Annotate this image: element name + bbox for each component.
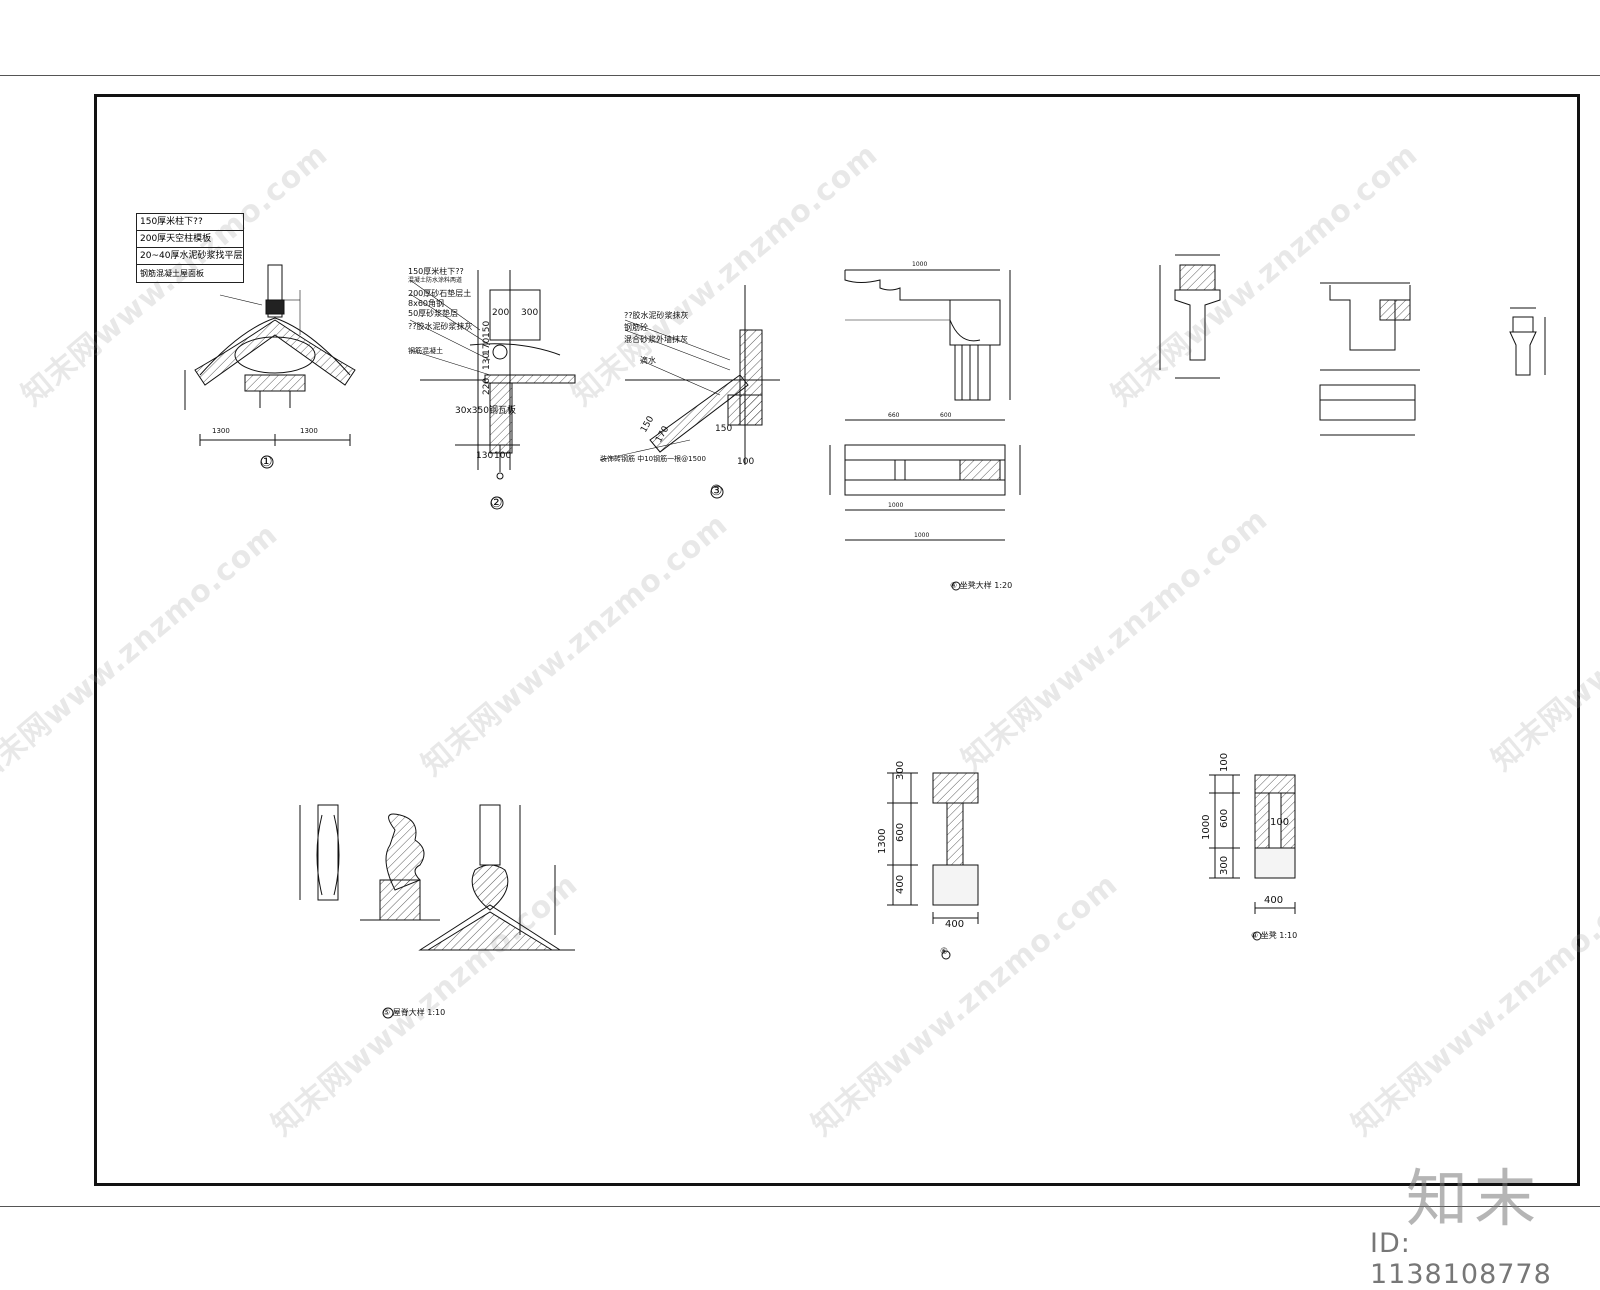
dimension-label: 660 [888,412,900,419]
annotation: 150厚米柱下?? [408,267,464,276]
dimension-label: 100 [494,451,512,461]
detail-3-slope-section [599,285,780,499]
detail-7-seat [1209,774,1296,941]
detail-2-eave-section [409,270,576,510]
dimension-label: 100 [737,457,755,467]
dimension-label: 130 [482,352,492,370]
brand-logo: 知末 [1406,1162,1543,1235]
dimension-label: 1000 [888,502,904,509]
detail-small-bracket [1319,282,1420,436]
dimension-label: 600 [940,412,952,419]
annotation: 30x350钢瓦板 [455,406,516,416]
dimension-label: 150 [715,424,733,434]
dimension-label: 150 [482,320,492,338]
legend-row: 200厚天空柱模板 [137,231,243,248]
annotation: 200厚砂石垫层土 [408,289,472,298]
detail-1-marker: ① [260,454,273,470]
dimension-label: 100 [1219,752,1230,772]
dimension-label: 400 [1264,895,1284,906]
detail-1-roof-section [184,264,356,469]
annotation: ??胶水泥砂浆抹灰 [408,322,473,331]
dimension-label: 600 [895,822,906,842]
annotation: 8x60角钢 [408,299,445,308]
dimension-label: 600 [1219,808,1230,828]
dimension-label: 220 [482,377,492,395]
detail-4-bench [829,269,1021,591]
detail-3-marker: ③ [710,483,723,499]
dimension-label: 300 [895,760,906,780]
dimension-label: 1000 [912,261,928,268]
annotation: 钢筋砼 [624,323,648,332]
dimension-label: 170 [482,337,492,355]
detail-6-column [887,772,979,960]
dimension-label: 1000 [1201,814,1212,840]
annotation: 钢筋混凝土 [408,347,443,355]
annotation: 装饰砖钢筋 中10钢筋一根@1500 [600,455,706,463]
legend-row: 钢筋混凝土屋面板 [140,269,204,278]
dimension-label: 300 [521,308,539,318]
dimension-label: 100 [1270,817,1290,828]
detail-5-ridge [299,804,575,1019]
detail-small-post [1509,307,1546,376]
sheet-outer-border [0,75,1600,1207]
detail-2-marker: ② [490,495,503,511]
dimension-label: 130 [476,451,494,461]
annotation: 滴水 [640,356,656,365]
annotation: 50厚砂浆垫层 [408,309,459,318]
dimension-label: 1300 [212,427,230,435]
annotation: 混合砂浆外墙抹灰 [624,335,688,344]
detail-4-caption: ④ 坐凳大样 1:20 [950,581,1013,590]
dimension-label: 300 [1219,855,1230,875]
dimension-label: 1000 [914,532,930,539]
brand-id-label: ID: 1138108778 [1370,1228,1552,1290]
dimension-label: 400 [945,919,965,930]
legend-row: 150厚米柱下?? [137,214,243,231]
annotation: 混凝土防水涂料两道 [408,277,463,284]
detail-7-caption: ⑧ 坐凳 1:10 [1251,931,1298,940]
sheet-inner-frame [94,94,1580,1186]
dimension-label: 200 [492,308,510,318]
detail-1-legend: 150厚米柱下?? 200厚天空柱模板 20~40厚水泥砂浆找平层 钢筋混凝土屋… [136,213,244,283]
dimension-label: 400 [895,874,906,894]
dimension-label: 1300 [877,828,888,854]
legend-row: 20~40厚水泥砂浆找平层 [137,248,243,265]
detail-small-column [1159,254,1221,379]
dimension-label: 1300 [300,427,318,435]
annotation: ??胶水泥砂浆抹灰 [624,311,689,320]
detail-5-caption: ⑤ 屋脊大样 1:10 [383,1008,446,1017]
detail-6-marker: ⑥ [940,947,949,957]
